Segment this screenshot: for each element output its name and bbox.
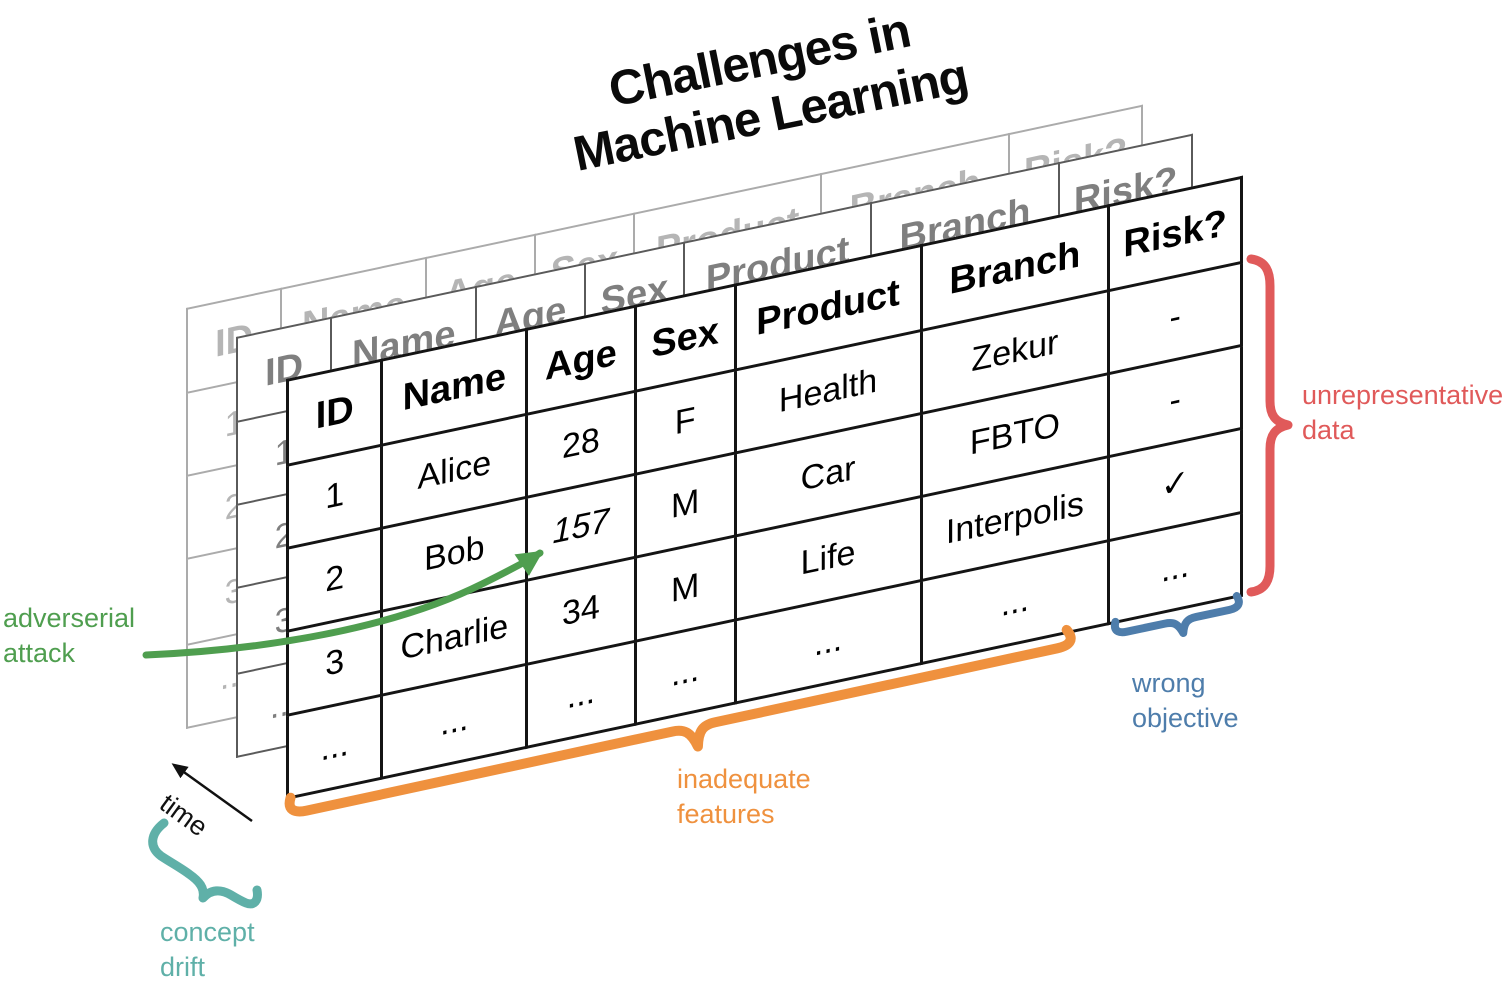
concept-drift-label-line2: drift (160, 952, 206, 982)
concept-drift-label: concept drift (160, 915, 255, 985)
unrepresentative-data-label-line2: data (1302, 415, 1355, 445)
inadequate-features-label-line1: inadequate (677, 764, 811, 794)
concept-drift-label-line1: concept (160, 917, 255, 947)
unrepresentative-data-label: unrepresentative data (1302, 378, 1503, 448)
wrong-objective-label-line1: wrong (1132, 668, 1206, 698)
adversarial-attack-label-line2: attack (3, 638, 76, 668)
adversarial-attack-label: adverserial attack (3, 601, 135, 671)
unrepresentative-data-label-line1: unrepresentative (1302, 380, 1504, 410)
inadequate-features-label: inadequate features (677, 762, 811, 832)
wrong-objective-label-line2: objective (1132, 703, 1239, 733)
wrong-objective-label: wrong objective (1132, 666, 1239, 736)
unrepresentative-data-brace-icon (1246, 254, 1293, 597)
inadequate-features-label-line2: features (677, 799, 775, 829)
concept-drift-squiggle-icon (148, 818, 262, 909)
time-axis-label: time (154, 788, 214, 843)
adversarial-attack-label-line1: adverserial (3, 603, 136, 633)
